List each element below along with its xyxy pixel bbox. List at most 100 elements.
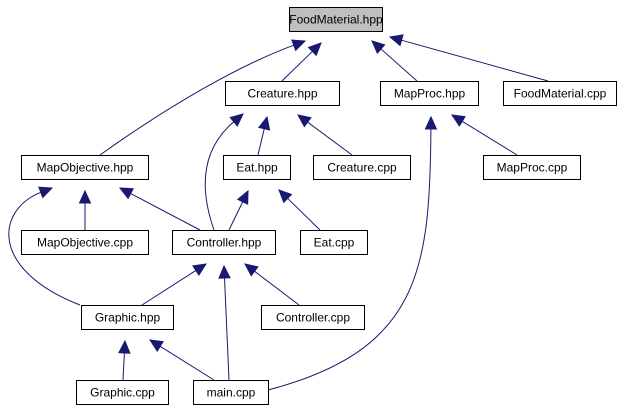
node-box[interactable] bbox=[225, 81, 340, 106]
edge-main-cpp-to-mapproc-hpp bbox=[267, 115, 438, 391]
edge-line bbox=[253, 270, 300, 306]
node-box[interactable] bbox=[81, 305, 174, 330]
edge-line bbox=[257, 127, 265, 156]
arrowhead-icon bbox=[236, 189, 249, 205]
node-main-cpp[interactable]: main.cpp bbox=[193, 380, 269, 405]
node-eat-cpp[interactable]: Eat.cpp bbox=[300, 230, 368, 255]
node-controller-hpp[interactable]: Controller.hpp bbox=[172, 230, 276, 255]
arrowhead-icon bbox=[450, 114, 466, 127]
node-foodmaterial-cpp[interactable]: FoodMaterial.cpp bbox=[503, 81, 617, 106]
node-label: MapProc.cpp bbox=[497, 161, 568, 175]
edge-line bbox=[281, 50, 314, 82]
arrowhead-icon bbox=[371, 40, 386, 54]
node-creature-hpp[interactable]: Creature.hpp bbox=[225, 81, 340, 106]
node-box[interactable] bbox=[21, 230, 149, 255]
edge-graphic-cpp-to-graphic-hpp bbox=[118, 339, 131, 381]
edge-line bbox=[306, 121, 353, 156]
edge-line bbox=[379, 47, 418, 82]
edge-main-cpp-to-controller-hpp bbox=[218, 264, 231, 381]
arrowhead-icon bbox=[258, 115, 271, 131]
edge-line bbox=[204, 120, 235, 231]
arrowhead-icon bbox=[424, 115, 438, 130]
arrowhead-icon bbox=[278, 189, 293, 204]
arrowhead-icon bbox=[148, 339, 164, 352]
edge-controller-hpp-to-eat-hpp bbox=[228, 189, 249, 231]
node-label: Controller.hpp bbox=[187, 236, 262, 250]
edge-line bbox=[99, 44, 295, 156]
edge-line bbox=[129, 192, 201, 231]
node-box[interactable] bbox=[503, 81, 617, 106]
edge-controller-cpp-to-controller-hpp bbox=[244, 263, 300, 306]
node-graphic-hpp[interactable]: Graphic.hpp bbox=[81, 305, 174, 330]
node-box[interactable] bbox=[76, 380, 169, 405]
node-label: Creature.hpp bbox=[247, 87, 317, 101]
node-label: MapObjective.hpp bbox=[37, 161, 134, 175]
edge-eat-cpp-to-eat-hpp bbox=[278, 189, 321, 231]
node-foodmaterial-hpp[interactable]: FoodMaterial.hpp bbox=[289, 7, 383, 32]
edge-line bbox=[461, 120, 518, 156]
edge-eat-hpp-to-creature-hpp bbox=[257, 115, 271, 156]
node-label: Eat.cpp bbox=[314, 236, 355, 250]
node-label: FoodMaterial.cpp bbox=[514, 87, 607, 101]
edge-mapobjective-cpp-to-mapobjective-hpp bbox=[78, 189, 92, 230]
node-label: main.cpp bbox=[207, 386, 256, 400]
arrowhead-icon bbox=[78, 189, 92, 204]
node-eat-hpp[interactable]: Eat.hpp bbox=[223, 155, 291, 180]
node-label: MapProc.hpp bbox=[394, 87, 466, 101]
edges-layer bbox=[8, 34, 549, 391]
arrowhead-icon bbox=[297, 114, 312, 128]
edge-line bbox=[8, 191, 81, 306]
node-box[interactable] bbox=[261, 305, 365, 330]
node-box[interactable] bbox=[313, 155, 411, 180]
edge-creature-hpp-to-foodmaterial-hpp bbox=[281, 42, 322, 82]
edge-mapproc-cpp-to-mapproc-hpp bbox=[450, 114, 518, 156]
node-mapproc-hpp[interactable]: MapProc.hpp bbox=[380, 81, 479, 106]
arrowhead-icon bbox=[192, 263, 208, 277]
node-mapobjective-cpp[interactable]: MapObjective.cpp bbox=[21, 230, 149, 255]
node-box[interactable] bbox=[172, 230, 276, 255]
arrowhead-icon bbox=[229, 113, 244, 127]
arrowhead-icon bbox=[118, 339, 131, 354]
edge-mapproc-hpp-to-foodmaterial-hpp bbox=[371, 40, 418, 82]
node-box[interactable] bbox=[223, 155, 291, 180]
edge-line bbox=[267, 127, 432, 391]
node-label: Controller.cpp bbox=[276, 311, 350, 325]
arrowhead-icon bbox=[218, 264, 231, 279]
node-graphic-cpp[interactable]: Graphic.cpp bbox=[76, 380, 169, 405]
edge-graphic-hpp-to-mapobjective-hpp bbox=[8, 186, 81, 306]
edge-graphic-hpp-to-controller-hpp bbox=[141, 263, 208, 306]
edge-controller-hpp-to-mapobjective-hpp bbox=[118, 187, 201, 231]
edge-controller-hpp-to-creature-hpp bbox=[204, 113, 244, 231]
node-box[interactable] bbox=[380, 81, 479, 106]
edge-foodmaterial-cpp-to-foodmaterial-hpp bbox=[388, 34, 549, 82]
edge-line bbox=[141, 269, 198, 306]
node-box[interactable] bbox=[21, 155, 149, 180]
node-label: Creature.cpp bbox=[327, 161, 397, 175]
arrowhead-icon bbox=[38, 186, 54, 199]
edge-line bbox=[400, 39, 549, 82]
node-label: MapObjective.cpp bbox=[37, 236, 133, 250]
node-mapobjective-hpp[interactable]: MapObjective.hpp bbox=[21, 155, 149, 180]
edge-line bbox=[122, 351, 125, 381]
node-label: Graphic.hpp bbox=[95, 311, 161, 325]
edge-line bbox=[223, 276, 230, 381]
node-label: Eat.hpp bbox=[236, 161, 278, 175]
arrowhead-icon bbox=[244, 263, 259, 277]
edge-main-cpp-to-graphic-hpp bbox=[148, 339, 215, 381]
node-creature-cpp[interactable]: Creature.cpp bbox=[313, 155, 411, 180]
arrowhead-icon bbox=[291, 39, 307, 52]
node-label: FoodMaterial.hpp bbox=[289, 13, 383, 27]
node-box[interactable] bbox=[483, 155, 581, 180]
arrowhead-icon bbox=[388, 34, 404, 47]
node-box[interactable] bbox=[193, 380, 269, 405]
node-mapproc-cpp[interactable]: MapProc.cpp bbox=[483, 155, 581, 180]
edge-line bbox=[159, 345, 215, 381]
arrowhead-icon bbox=[118, 187, 134, 200]
node-controller-cpp[interactable]: Controller.cpp bbox=[261, 305, 365, 330]
node-box[interactable] bbox=[289, 7, 383, 32]
edge-mapobjective-hpp-to-foodmaterial-hpp bbox=[99, 39, 307, 156]
node-box[interactable] bbox=[300, 230, 368, 255]
arrowhead-icon bbox=[307, 42, 322, 57]
